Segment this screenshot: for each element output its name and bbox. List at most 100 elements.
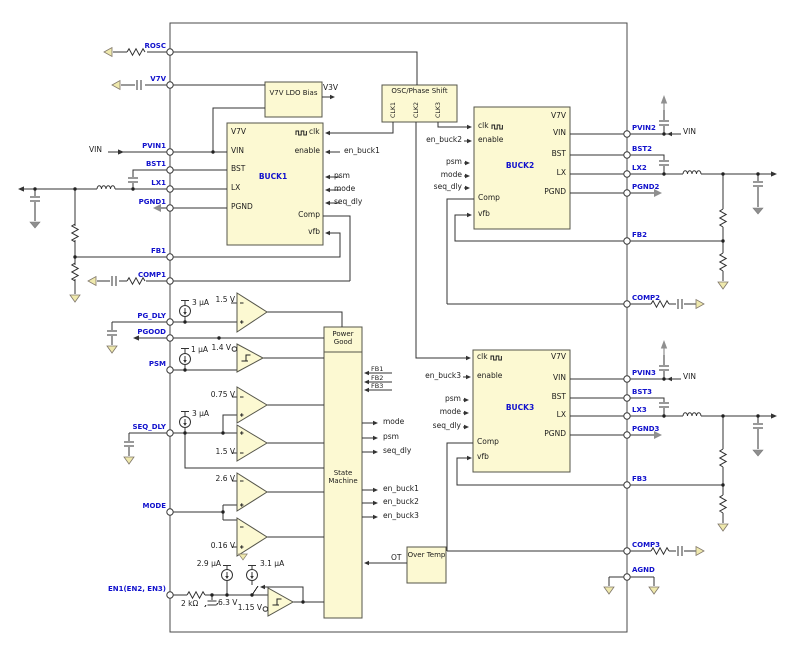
pin-label-pgnd3: PGND3	[632, 425, 660, 433]
buck3-psm-net: psm	[445, 394, 461, 403]
v7v-terminal	[111, 80, 121, 90]
pin-label-fb3: FB3	[632, 475, 647, 483]
vin-net-label-right2: VIN	[683, 127, 696, 136]
buck2-pin-pgnd: PGND	[544, 187, 566, 196]
buck1-en-net: en_buck1	[344, 146, 380, 155]
pvin3-supply-arrow	[660, 339, 668, 356]
comp3-terminal	[695, 546, 705, 556]
buck2-pin-v7v: V7V	[550, 111, 566, 120]
sm-out-en-buck1: en_buck1	[383, 484, 419, 493]
pin-comp1	[166, 277, 174, 285]
pin-agnd	[623, 573, 631, 581]
buck2-pin-bst: BST	[551, 149, 566, 158]
lx3-inductor	[682, 412, 702, 417]
buck3-seq-net: seq_dly	[432, 421, 461, 430]
pin-pgnd2	[623, 189, 631, 197]
cur-pg-dly: 3 µA	[192, 298, 210, 307]
buck1-block	[226, 122, 324, 246]
seq-low-comparator	[236, 386, 268, 424]
sm-out-en-buck3: en_buck3	[383, 511, 419, 520]
pin-label-agnd: AGND	[632, 566, 655, 574]
over-temp-title: Over Temp	[407, 551, 446, 559]
buck3-title: BUCK3	[505, 403, 535, 412]
pin-seq-dly	[166, 429, 174, 437]
fb2-divider-top	[719, 208, 727, 228]
pin-label-mode: MODE	[142, 502, 166, 510]
osc-block	[381, 84, 458, 123]
buck2-psm-net: psm	[446, 157, 462, 166]
ic-boundary	[169, 22, 628, 633]
comp1-terminal	[87, 276, 97, 286]
over-temp-block	[406, 546, 447, 584]
psm-comparator	[236, 343, 265, 373]
pin-lx3	[623, 412, 631, 420]
buck3-pin-bst: BST	[551, 392, 566, 401]
buck1-pin-v7v: V7V	[231, 127, 247, 136]
psm-current-source	[179, 353, 191, 365]
pin-label-pgnd1: PGND1	[138, 198, 166, 206]
pin-label-fb1: FB1	[151, 247, 166, 255]
buck3-block	[472, 349, 571, 473]
buck3-mode-net: mode	[439, 407, 461, 416]
sm-out-psm: psm	[383, 432, 399, 441]
pin-bst1	[166, 166, 174, 174]
buck1-pin-comp: Comp	[298, 210, 320, 219]
buck3-pin-lx: LX	[556, 410, 566, 419]
buck1-psm-net: psm	[334, 171, 350, 180]
pin-pgnd1	[166, 204, 174, 212]
ref-seq-low: 0.75 V	[210, 390, 235, 399]
fb1-divider-top	[71, 223, 79, 243]
pin-en1	[166, 591, 174, 599]
en-current-source	[221, 569, 233, 581]
pin-label-v7v: V7V	[150, 75, 166, 83]
pin-bst3	[623, 394, 631, 402]
osc-clk3-label: CLK3	[435, 101, 442, 118]
sm-in-fb3: FB3	[371, 382, 384, 390]
osc-block-title: OSC/Phase Shift	[391, 87, 448, 95]
ldo-block-title: V7V LDO Bias	[269, 89, 318, 97]
pin-label-fb2: FB2	[632, 231, 647, 239]
buck3-pin-comp: Comp	[477, 437, 499, 446]
pg-dly-current-source	[179, 305, 191, 317]
pin-label-comp1: COMP1	[137, 271, 166, 279]
pin-pvin3	[623, 375, 631, 383]
pin-label-seq-dly: SEQ_DLY	[132, 423, 166, 431]
pvin2-supply-arrow	[660, 94, 668, 111]
ref-pg-threshold: 1.5 V	[215, 295, 235, 304]
buck2-pin-vin: VIN	[553, 128, 566, 137]
pin-label-en1: EN1(EN2, EN3)	[107, 585, 166, 593]
v3v-output-label: V3V	[323, 83, 339, 92]
pin-bst2	[623, 151, 631, 159]
pin-comp2	[623, 300, 631, 308]
buck3-pin-enable: enable	[477, 371, 503, 380]
power-good-state-machine-block	[323, 326, 363, 619]
comparators	[231, 292, 295, 617]
buck1-pin-bst: BST	[231, 164, 246, 173]
seq-dly-current-source	[179, 416, 191, 428]
pin-label-lx1: LX1	[151, 179, 166, 187]
en-resistor-label: 2 kΩ	[181, 599, 199, 608]
pin-fb1	[166, 253, 174, 261]
pin-v7v	[166, 81, 174, 89]
buck2-pin-enable: enable	[478, 135, 504, 144]
buck1-pin-pgnd: PGND	[231, 202, 253, 211]
buck2-title: BUCK2	[505, 161, 535, 170]
psm-ref-bubble	[231, 346, 238, 352]
pin-mode	[166, 508, 174, 516]
wires	[20, 51, 775, 608]
pin-label-comp3: COMP3	[632, 541, 661, 549]
pin-label-pgnd2: PGND2	[632, 183, 660, 191]
lx2-inductor	[682, 170, 702, 175]
rosc-terminal	[103, 47, 113, 57]
pin-label-pgood: PGOOD	[137, 328, 166, 336]
sm-in-ot: OT	[391, 553, 402, 562]
buck1-mode-net: mode	[334, 184, 356, 193]
pin-label-pvin3: PVIN3	[632, 369, 656, 377]
sm-in-fb1: FB1	[371, 365, 384, 373]
buck2-pin-vfb: vfb	[478, 209, 490, 218]
osc-clk2-label: CLK2	[413, 101, 420, 118]
pin-label-pvin2: PVIN2	[632, 124, 656, 132]
fb3-divider-bottom	[719, 494, 727, 514]
